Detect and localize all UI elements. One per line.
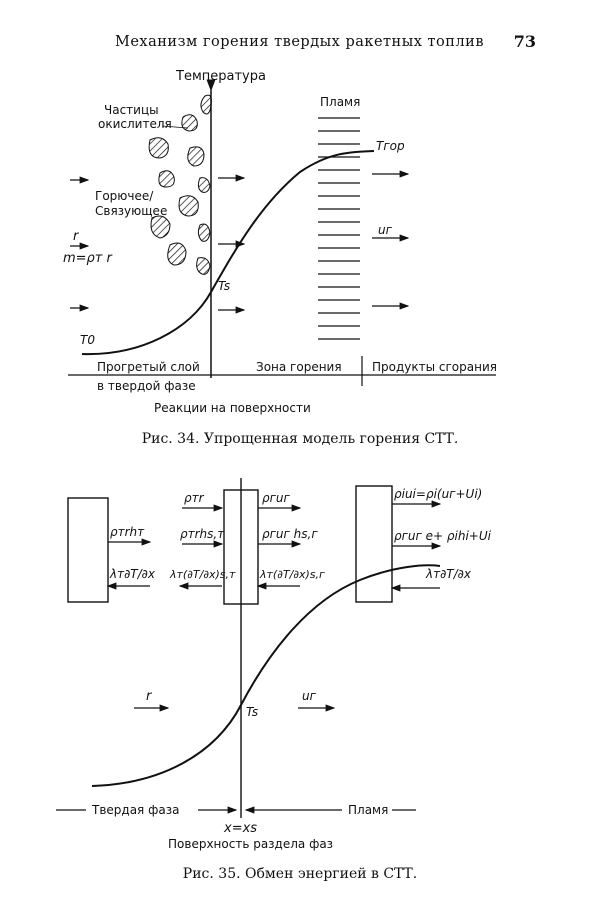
temperature-axis-label: Температура (175, 69, 266, 84)
rate-r-label: r (146, 689, 153, 704)
mass-flux-label: m=ρт r (63, 251, 114, 266)
particles-pointer (161, 125, 189, 129)
surf-out-mass: ρгuг (262, 491, 291, 505)
right-energy: ρгuг e+ ρihi+Ui (394, 529, 492, 543)
zone-products: Продукты сгорания (372, 360, 497, 374)
fuel-label-line1: Горючее/ (95, 189, 154, 203)
u-gas-label: uг (302, 689, 317, 703)
interface-label: Поверхность раздела фаз (168, 837, 333, 851)
particles-label-line1: Частицы (104, 103, 159, 117)
solid-control-box (67, 497, 109, 603)
temperature-curve (81, 150, 375, 356)
surface-reactions-label: Реакции на поверхности (154, 401, 311, 415)
page-header: Механизм горения твердых ракетных топлив… (0, 30, 600, 56)
right-mass-balance: ρiui=ρi(uг+Ui) (394, 487, 482, 501)
left-flux-conductive: λт∂T/∂x (109, 567, 156, 581)
fuel-label-line2: Связующее (95, 204, 167, 218)
solid-phase-label: Твердая фаза (91, 803, 179, 817)
figure-35-caption: Рис. 35. Обмен энергией в СТТ. (182, 866, 418, 882)
right-conductive: λт∂T/∂x (425, 567, 472, 581)
flame-label: Пламя (348, 803, 388, 817)
page-number: 73 (513, 32, 536, 51)
surf-in-mass: ρтr (184, 491, 205, 505)
running-title: Механизм горения твердых ракетных топлив (115, 34, 484, 50)
figure-34-caption: Рис. 34. Упрощенная модель горения СТТ. (141, 431, 459, 447)
left-flux-convective: ρтrhт (110, 525, 145, 539)
temperature-curve (91, 564, 441, 787)
t-surface-label: Ts (246, 705, 258, 719)
surf-in-conductive: λт(∂T/∂x)s,т (169, 568, 236, 581)
gas-control-box (355, 485, 393, 603)
zone-preheated-line2: в твердой фазе (97, 379, 196, 393)
surf-out-enthalpy: ρгuг hs,г (262, 527, 318, 541)
particles-label-line2: окислителя (98, 117, 172, 131)
oxidizer-particles (148, 94, 212, 275)
figure-35: ρтrhт λт∂T/∂x ρтr ρтrhs,т λт(∂T/∂x)s,т ρ… (56, 478, 492, 851)
surf-out-conductive: λт(∂T/∂x)s,г (259, 568, 325, 581)
rate-r-label: r (73, 229, 80, 244)
zone-combustion: Зона горения (256, 360, 342, 374)
t-initial-label: T0 (80, 333, 95, 347)
surf-in-enthalpy: ρтrhs,т (180, 527, 225, 541)
t-flame-label: Tгор (376, 139, 405, 153)
flame-lines (318, 117, 360, 340)
zone-preheated-line1: Прогретый слой (97, 360, 200, 374)
t-surface-label: Ts (218, 279, 230, 293)
solid-arrows (70, 174, 246, 314)
flux-arrows (106, 500, 442, 592)
gas-arrows (372, 170, 410, 310)
u-gas-label: uг (378, 223, 393, 237)
flame-label: Пламя (320, 95, 360, 109)
figure-34: Температура Частицы окислителя Горючее/ … (63, 69, 497, 415)
interface-coordinate: x=xs (223, 821, 257, 836)
